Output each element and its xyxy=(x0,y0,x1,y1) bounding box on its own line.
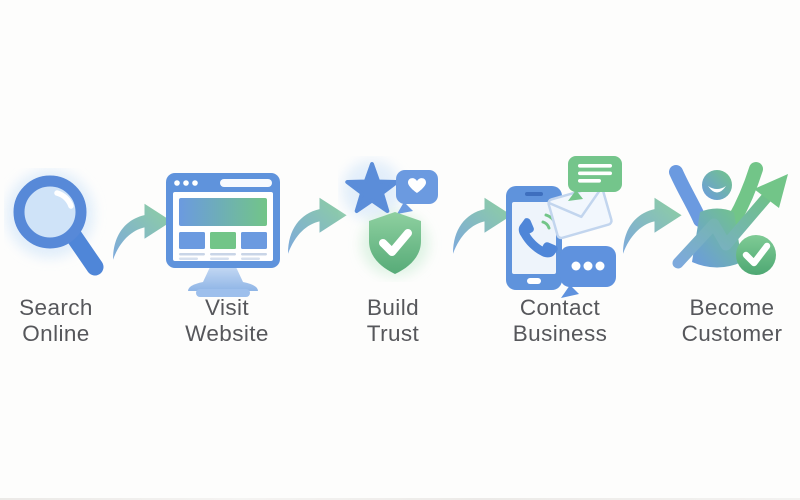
heart-bubble-icon xyxy=(396,170,438,214)
step-label-line: Become xyxy=(689,295,775,320)
monitor-browser-icon xyxy=(166,173,280,297)
flow-arrow-icon xyxy=(288,197,347,254)
step-label-visit-website: Visit Website xyxy=(167,295,287,347)
step-label-search-online: Search Online xyxy=(0,295,112,347)
image-bottom-edge-artifact xyxy=(0,498,800,500)
step-label-line: Online xyxy=(22,321,90,346)
magnifier-icon xyxy=(6,170,104,276)
step-label-become-customer: Become Customer xyxy=(671,295,793,347)
chat-dots-bubble-icon xyxy=(560,246,616,298)
step-label-line: Build xyxy=(366,295,420,320)
flow-arrow-icon xyxy=(113,203,172,260)
message-lines-bubble-icon xyxy=(568,156,622,201)
shield-check-icon xyxy=(369,212,421,274)
step-label-line: Business xyxy=(512,321,608,346)
step-label-line: Website xyxy=(185,321,269,346)
step-label-contact-business: Contact Business xyxy=(500,295,620,347)
step-label-line: Contact xyxy=(519,295,601,320)
trust-badges-icon xyxy=(342,160,438,276)
smartphone-icon xyxy=(506,186,562,290)
flow-arrow-icon xyxy=(623,197,682,254)
star-icon xyxy=(345,162,399,213)
growth-arrow-icon xyxy=(672,174,788,269)
customer-growth-icon xyxy=(669,162,788,275)
contact-channels-icon xyxy=(506,156,622,298)
step-label-line: Trust xyxy=(366,321,420,346)
step-label-line: Search xyxy=(19,295,93,320)
step-label-line: Visit xyxy=(204,295,250,320)
flow-arrow-icon xyxy=(453,197,512,254)
phone-handset-icon xyxy=(518,218,558,258)
step-label-build-trust: Build Trust xyxy=(334,295,452,347)
step-label-line: Customer xyxy=(681,321,783,346)
check-circle-icon xyxy=(736,235,776,275)
